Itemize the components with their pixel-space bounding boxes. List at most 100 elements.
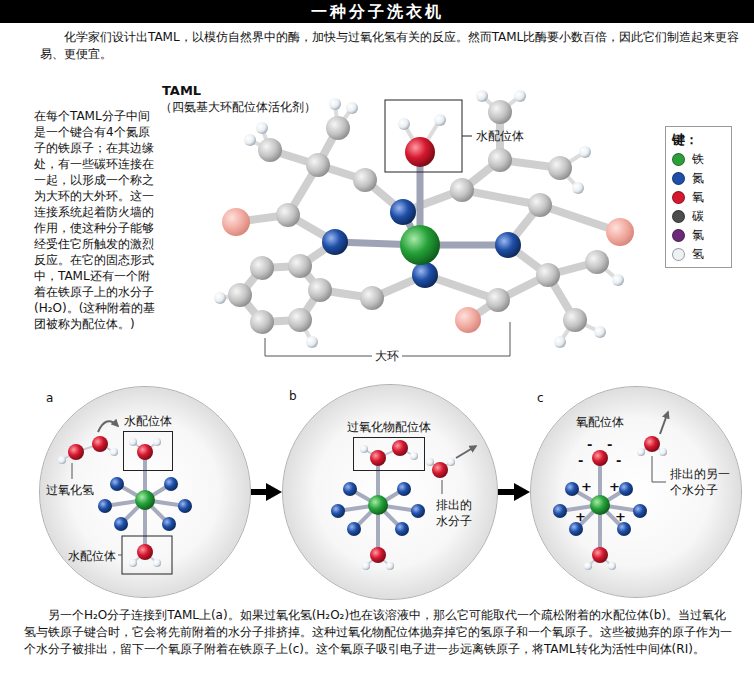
atom-sphere (432, 462, 448, 478)
box-heading: 过氧化物配位体 (347, 420, 431, 435)
atom-sphere (153, 559, 161, 567)
callout-label: 过氧化氢 (46, 482, 94, 498)
atom-sphere (584, 562, 592, 570)
charge-sign: + (615, 510, 626, 523)
atom-sphere (360, 445, 368, 453)
charge-sign: - (587, 438, 592, 451)
arrow-head (266, 483, 282, 501)
atom-sphere (256, 122, 268, 134)
atom-sphere (370, 547, 386, 563)
intro-text: 化学家们设计出TAML，以模仿自然界中的酶，加快与过氧化氢有关的反应。然而TAM… (40, 29, 740, 63)
atom-sphere (392, 440, 408, 456)
atom-sphere (137, 444, 153, 460)
atom-sphere (488, 148, 512, 172)
atom-sphere (531, 387, 741, 597)
atom-sphere (450, 178, 474, 202)
leader-line (652, 456, 666, 482)
atom-sphere (214, 292, 226, 304)
atom-sphere (594, 326, 606, 338)
bracket-label: 大环 (372, 348, 402, 364)
callout-label: 水配位体 (476, 128, 524, 144)
atom-sphere (644, 436, 660, 452)
stage-letter: b (289, 389, 297, 403)
atom-sphere (426, 458, 434, 466)
stage-letter: a (46, 391, 53, 405)
charge-sign: - (607, 438, 612, 451)
atom-sphere (288, 308, 312, 332)
atom-sphere (222, 208, 250, 236)
atom-sphere (58, 456, 66, 464)
atom-sphere (370, 450, 386, 466)
atom-sphere (326, 116, 350, 140)
drawing-group (236, 112, 620, 322)
legend-text: 铁 (692, 152, 704, 167)
drawing-group (220, 96, 618, 342)
atom-sphere (386, 562, 394, 570)
flow-arrow (251, 483, 282, 501)
figure-subtitle: （四氨基大环配位体活化剂） (160, 99, 316, 115)
charge-sign: - (616, 454, 621, 467)
caption-text: 另一个H₂O分子连接到TAML上(a)。如果过氧化氢(H₂O₂)也在该溶液中，那… (24, 607, 736, 658)
legend-swatch (672, 229, 685, 242)
atom-sphere (400, 225, 440, 265)
legend-swatch (672, 191, 685, 204)
legend-swatch (672, 210, 685, 223)
bond-line (456, 446, 476, 458)
box-heading: 水配位体 (124, 414, 172, 429)
ligand-box: 过氧化物配位体 (353, 437, 425, 471)
stage-letter: c (537, 391, 544, 405)
molecule-core (331, 482, 425, 536)
atom-sphere (612, 274, 624, 286)
atom-sphere (495, 232, 521, 258)
title-text: 一种分子洗衣机 (0, 0, 754, 23)
charge-sign: + (581, 480, 592, 493)
atom-sphere (405, 137, 435, 167)
legend-title: 键： (672, 132, 698, 148)
leader-line (98, 421, 118, 432)
atom-sphere (250, 256, 274, 280)
bond-line (660, 412, 668, 434)
callout-label: 氧配位体 (576, 414, 624, 430)
arrow-shaft (251, 489, 268, 495)
drawing-group (214, 90, 634, 348)
legend-text: 氧 (692, 190, 704, 205)
atom-sphere (40, 387, 250, 597)
atom-sphere (410, 452, 418, 460)
atom-sphere (486, 288, 510, 312)
title-band: 一种分子洗衣机 (0, 0, 754, 23)
atom-sphere (68, 444, 84, 460)
atom-sphere (659, 448, 667, 456)
atom-sphere (360, 286, 384, 310)
atom-sphere (353, 168, 377, 192)
arrow-head (514, 483, 530, 501)
atom-sphere (346, 102, 358, 114)
legend-swatch (672, 153, 685, 166)
atom-sphere (572, 182, 584, 194)
atom-sphere (110, 448, 118, 456)
atom-sphere (228, 283, 252, 307)
callout-label: 排出的水分子 (436, 497, 474, 529)
atom-sphere (412, 262, 438, 288)
legend-text: 氯 (692, 228, 704, 243)
side-note: 在每个TAML分子中间是一个键合有4个氮原子的铁原子；在其边缘处，有一些碳环连接… (34, 108, 158, 332)
atom-sphere (258, 138, 282, 162)
atom-sphere (455, 307, 481, 333)
atom-sphere (137, 544, 153, 560)
atom-sphere (434, 114, 446, 126)
atom-sphere (608, 562, 616, 570)
atom-sphere (322, 229, 348, 255)
atom-sphere (476, 90, 488, 102)
stage-circle: b 过氧化物配位体 (282, 384, 498, 600)
legend-text: 碳 (692, 209, 704, 224)
atom-sphere (329, 98, 341, 110)
atom-sphere (244, 134, 256, 146)
atom-sphere (250, 310, 274, 334)
atom-sphere (563, 308, 587, 332)
drawing-group (335, 152, 508, 275)
atom-sphere (447, 458, 455, 466)
atom-sphere (585, 250, 609, 274)
atom-sphere (548, 156, 572, 180)
